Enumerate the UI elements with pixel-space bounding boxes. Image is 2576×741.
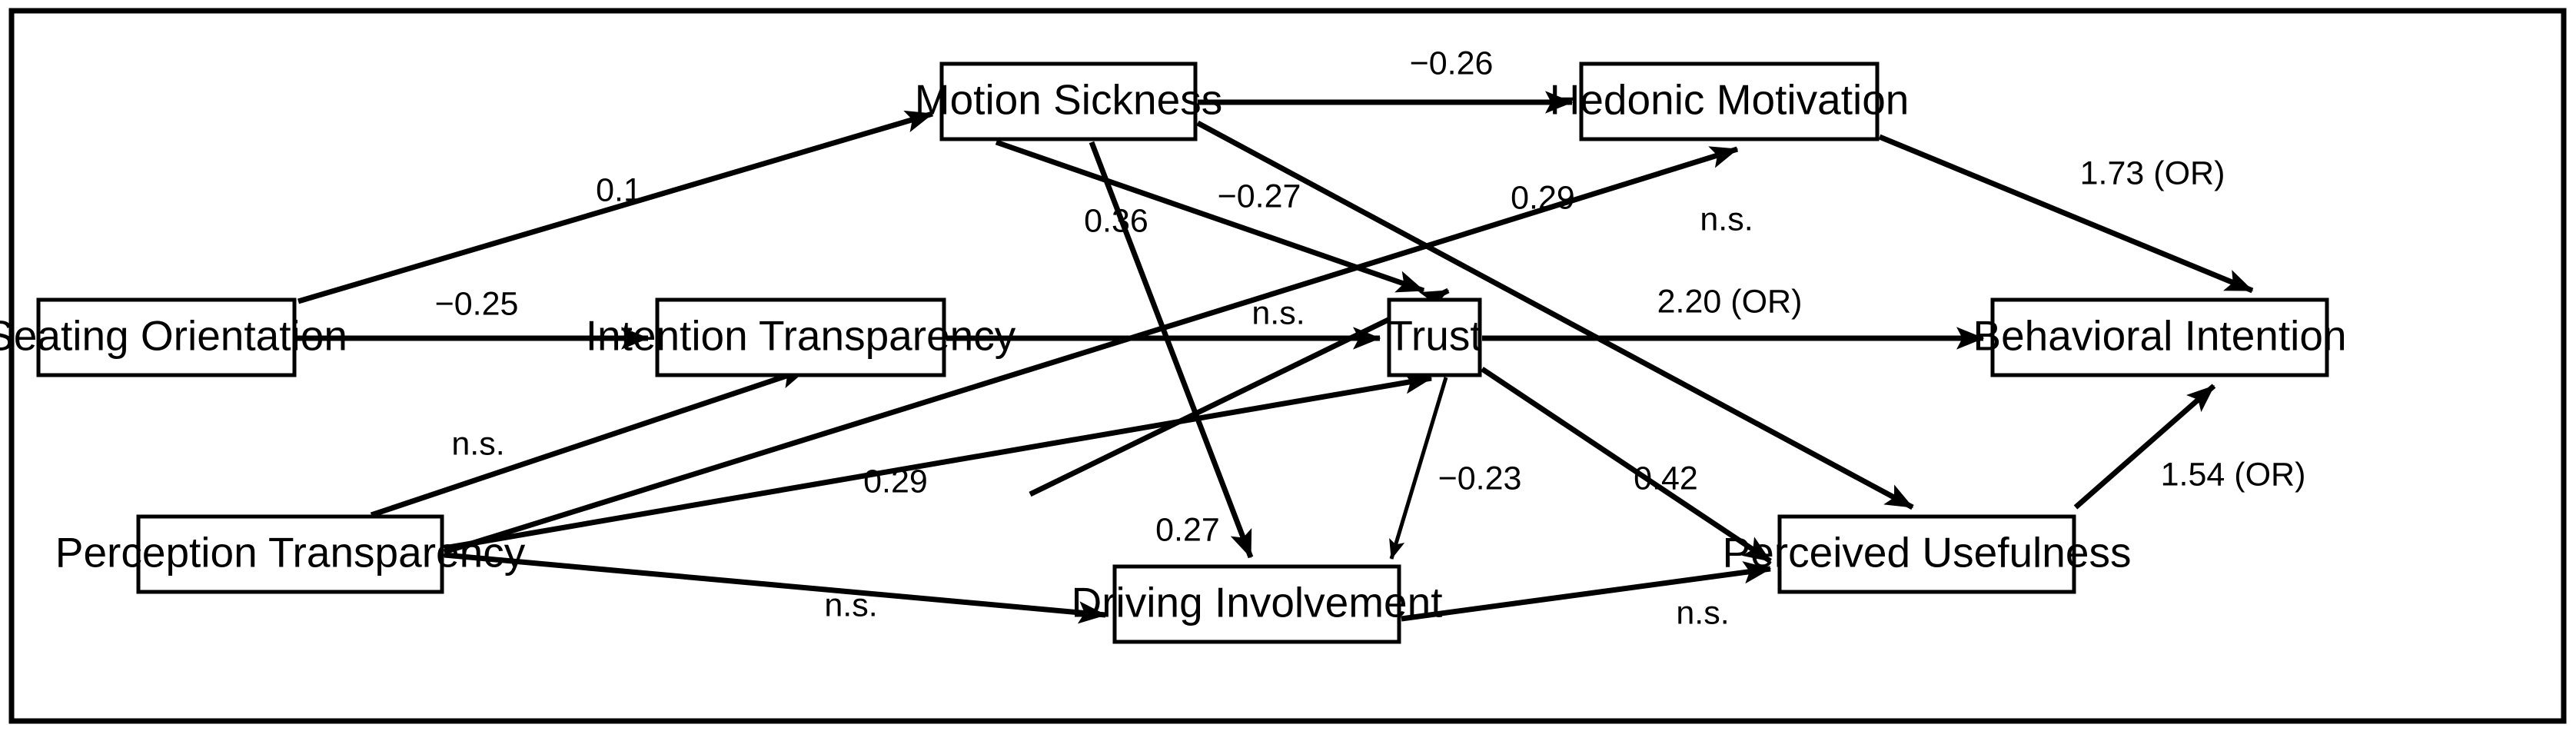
edges-layer [297, 91, 2254, 624]
edge-label-tr-di: −0.23 [1438, 460, 1522, 497]
edge-motion-sickness-to-perceived-usefulness [1196, 120, 1914, 510]
edge-label-tr-pu: 0.42 [1634, 460, 1698, 497]
edge-label-ms-tr: −0.27 [1218, 178, 1301, 214]
node-label-behavioral-intention: Behavioral Intention [1973, 312, 2346, 360]
edge-perception-transparency-to-trust [444, 371, 1433, 551]
edge-perceived-usefulness-to-behavioral-intention [2073, 384, 2216, 510]
edge-perception-transparency-to-hedonic-motivation [443, 146, 1739, 555]
edge-label-pt-di: n.s. [824, 586, 877, 623]
node-label-motion-sickness: Motion Sickness [915, 76, 1222, 124]
edge-perception-transparency-to-driving-involvement [444, 552, 1107, 624]
node-label-intention-transparency: Intention Transparency [586, 312, 1016, 360]
edge-perception-transparency-to-intention-transparency [370, 366, 809, 518]
node-box-hedonic-motivation[interactable] [1579, 61, 1880, 141]
edge-label-so-it: −0.25 [435, 285, 519, 322]
node-hedonic-motivation[interactable]: Hedonic Motivation [1550, 61, 1910, 141]
node-perception-transparency[interactable]: Perception Transparency [55, 514, 526, 594]
node-box-trust[interactable] [1387, 297, 1482, 377]
edge-motion-sickness-to-driving-involvement [1089, 141, 1254, 559]
node-label-perception-transparency: Perception Transparency [55, 529, 526, 577]
node-box-perceived-usefulness[interactable] [1777, 514, 2076, 594]
node-box-behavioral-intention[interactable] [1990, 297, 2329, 377]
edge-label-ms-hm: −0.26 [1410, 45, 1494, 81]
edge-trust-to-perceived-usefulness [1481, 367, 1772, 563]
node-box-intention-transparency[interactable] [655, 297, 946, 377]
node-label-perceived-usefulness: Perceived Usefulness [1723, 529, 2132, 577]
edge-label-tr-bi: 2.20 (OR) [1657, 283, 1803, 320]
node-label-seating-orientation: Seating Orientation [0, 312, 347, 360]
node-seating-orientation[interactable]: Seating Orientation [0, 297, 347, 377]
edge-labels-layer: 0.1 −0.25 −0.26 −0.27 0.36 n.s. n.s. 1.7… [435, 45, 2306, 631]
node-box-seating-orientation[interactable] [36, 297, 297, 377]
edge-label-pt-hm: 0.29 [1511, 179, 1575, 216]
node-label-trust: Trust [1387, 312, 1481, 360]
edge-driving-involvement-to-perceived-usefulness [1401, 561, 1772, 622]
node-box-driving-involvement[interactable] [1112, 564, 1401, 644]
node-box-perception-transparency[interactable] [136, 514, 444, 594]
edge-label-pu-bi: 1.54 (OR) [2161, 456, 2306, 493]
edge-label-pt-it: n.s. [451, 425, 504, 462]
edge-trust-to-driving-involvement [1389, 377, 1448, 560]
node-motion-sickness[interactable]: Motion Sickness [915, 61, 1222, 141]
edge-motion-sickness-to-trust [995, 139, 1425, 294]
edge-label-di-pu: n.s. [1676, 594, 1729, 631]
edge-label-so-ms: 0.1 [596, 171, 642, 208]
node-behavioral-intention[interactable]: Behavioral Intention [1973, 297, 2347, 377]
node-label-hedonic-motivation: Hedonic Motivation [1550, 76, 1910, 124]
edge-label-ms-di: 0.36 [1084, 202, 1148, 239]
node-trust[interactable]: Trust [1387, 297, 1482, 377]
edge-label-it-tr: n.s. [1251, 294, 1305, 331]
diagram-frame [8, 8, 2567, 724]
node-intention-transparency[interactable]: Intention Transparency [586, 297, 1016, 377]
edge-seating-orientation-to-motion-sickness [297, 110, 934, 304]
edge-hedonic-motivation-to-behavioral-intention [1878, 134, 2254, 294]
node-perceived-usefulness[interactable]: Perceived Usefulness [1723, 514, 2132, 594]
node-box-motion-sickness[interactable] [939, 61, 1198, 141]
edge-driving-involvement-to-trust [1029, 287, 1450, 497]
node-label-driving-involvement: Driving Involvement [1072, 579, 1443, 626]
edge-label-ms-pu: n.s. [1700, 201, 1753, 238]
node-driving-involvement[interactable]: Driving Involvement [1072, 564, 1443, 644]
nodes-layer: Seating Orientation Intention Transparen… [0, 61, 2347, 644]
edge-label-pt-tr: 0.29 [863, 463, 928, 500]
edge-label-di-tr: 0.27 [1155, 511, 1220, 548]
edge-label-hm-bi: 1.73 (OR) [2080, 155, 2225, 191]
